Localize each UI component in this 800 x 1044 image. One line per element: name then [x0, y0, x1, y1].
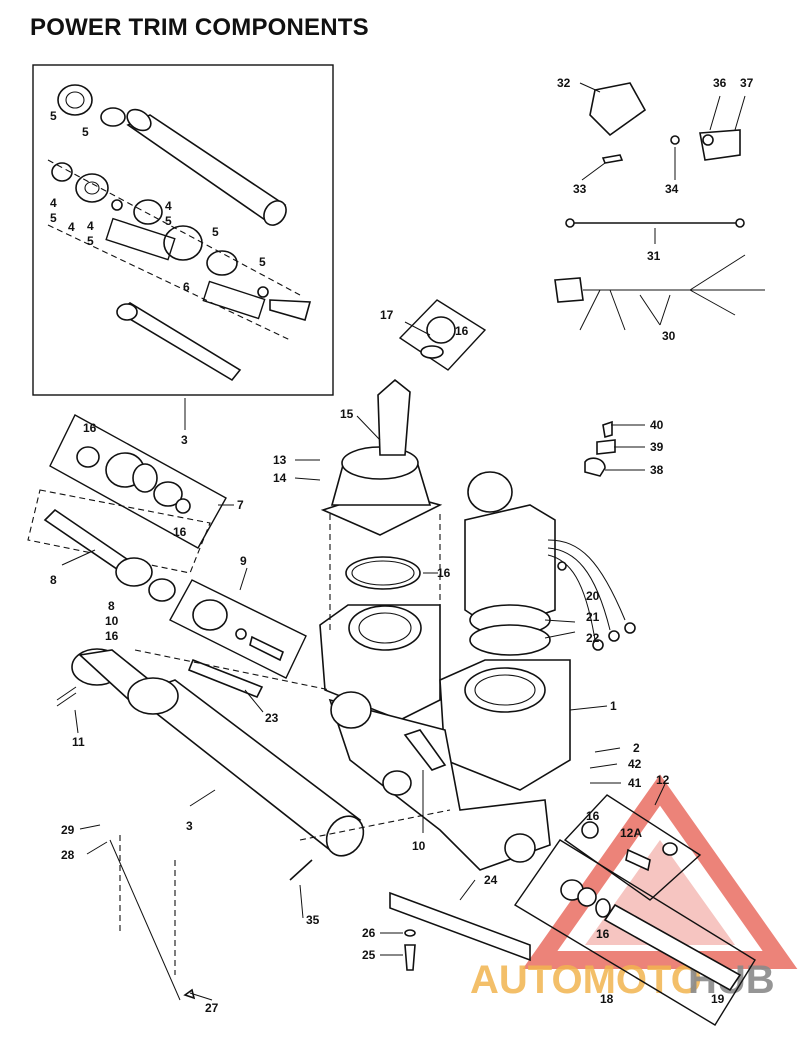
cylinder-kit-box [32, 64, 334, 396]
callout-42: 42 [628, 757, 642, 771]
callout-5-e: 5 [165, 214, 172, 228]
callout-16-d: 16 [455, 324, 469, 338]
callout-39: 39 [650, 440, 664, 454]
callout-18: 18 [600, 992, 614, 1006]
seal-kit-7-group [49, 414, 227, 549]
cylinder-kit-group [32, 64, 334, 396]
watermark-text-a: AUTOMOTO [470, 958, 702, 1002]
callout-16-e: 16 [437, 566, 451, 580]
callout-26: 26 [362, 926, 376, 940]
callout-10-a: 10 [105, 614, 119, 628]
callout-16-c: 16 [105, 629, 119, 643]
callout-8-a: 8 [50, 573, 57, 587]
valve-kit-9-group [169, 579, 307, 679]
callout-4-c: 4 [87, 219, 94, 233]
callout-16-f: 16 [586, 809, 600, 823]
callout-20: 20 [586, 589, 600, 603]
callout-3-b: 3 [186, 819, 193, 833]
callout-36: 36 [713, 76, 727, 90]
callout-4-b: 4 [68, 220, 75, 234]
callout-5-c: 5 [50, 211, 57, 225]
callout-37: 37 [740, 76, 754, 90]
callout-4-a: 4 [50, 196, 57, 210]
callout-40: 40 [650, 418, 664, 432]
right-small-parts-group [554, 82, 765, 477]
callout-6: 6 [183, 280, 190, 294]
diagram-title: POWER TRIM COMPONENTS [30, 14, 369, 41]
callout-5-g: 5 [259, 255, 266, 269]
callout-4-d: 4 [165, 199, 172, 213]
callout-25: 25 [362, 948, 376, 962]
callout-35: 35 [306, 913, 320, 927]
callout-23: 23 [265, 711, 279, 725]
trim-cylinder-group [56, 648, 365, 881]
callout-38: 38 [650, 463, 664, 477]
box-17-group [398, 299, 487, 371]
callout-8-b: 8 [108, 599, 115, 613]
box-12-group [109, 794, 756, 1026]
callout-12a: 12A [620, 826, 642, 840]
callout-27: 27 [205, 1001, 219, 1015]
callout-34: 34 [665, 182, 679, 196]
callout-19: 19 [711, 992, 725, 1006]
callout-16-g: 16 [596, 927, 610, 941]
callout-21: 21 [586, 610, 600, 624]
callout-11: 11 [72, 735, 85, 749]
callout-28: 28 [61, 848, 75, 862]
callout-32: 32 [557, 76, 571, 90]
callout-3-a: 3 [181, 433, 188, 447]
callout-5-a: 5 [50, 109, 57, 123]
callout-31: 31 [647, 249, 661, 263]
reservoir-group [320, 378, 443, 590]
callout-12: 12 [656, 773, 670, 787]
watermark-triangle [522, 774, 798, 969]
callout-22: 22 [586, 631, 600, 645]
callout-5-b: 5 [82, 125, 89, 139]
callout-5-d: 5 [87, 234, 94, 248]
motor-group [464, 471, 636, 656]
pump-housing-group [134, 510, 571, 871]
callout-24: 24 [484, 873, 498, 887]
callout-41: 41 [628, 776, 642, 790]
callout-14: 14 [273, 471, 287, 485]
callout-17: 17 [380, 308, 394, 322]
callout-9: 9 [240, 554, 247, 568]
callout-1: 1 [610, 699, 617, 713]
callout-33: 33 [573, 182, 587, 196]
callout-30: 30 [662, 329, 676, 343]
callout-7: 7 [237, 498, 244, 512]
leader-lines [61, 82, 746, 1001]
shaft-8-group [27, 489, 211, 602]
callout-labels: 5 5 4 5 4 4 5 4 5 5 5 6 3 16 7 16 8 8 10… [50, 76, 754, 1015]
callout-16-a: 16 [83, 421, 97, 435]
callout-16-b: 16 [173, 525, 187, 539]
callout-13: 13 [273, 453, 287, 467]
callout-5-f: 5 [212, 225, 219, 239]
callout-10-b: 10 [412, 839, 426, 853]
callout-15: 15 [340, 407, 354, 421]
callout-29: 29 [61, 823, 75, 837]
callout-2: 2 [633, 741, 640, 755]
